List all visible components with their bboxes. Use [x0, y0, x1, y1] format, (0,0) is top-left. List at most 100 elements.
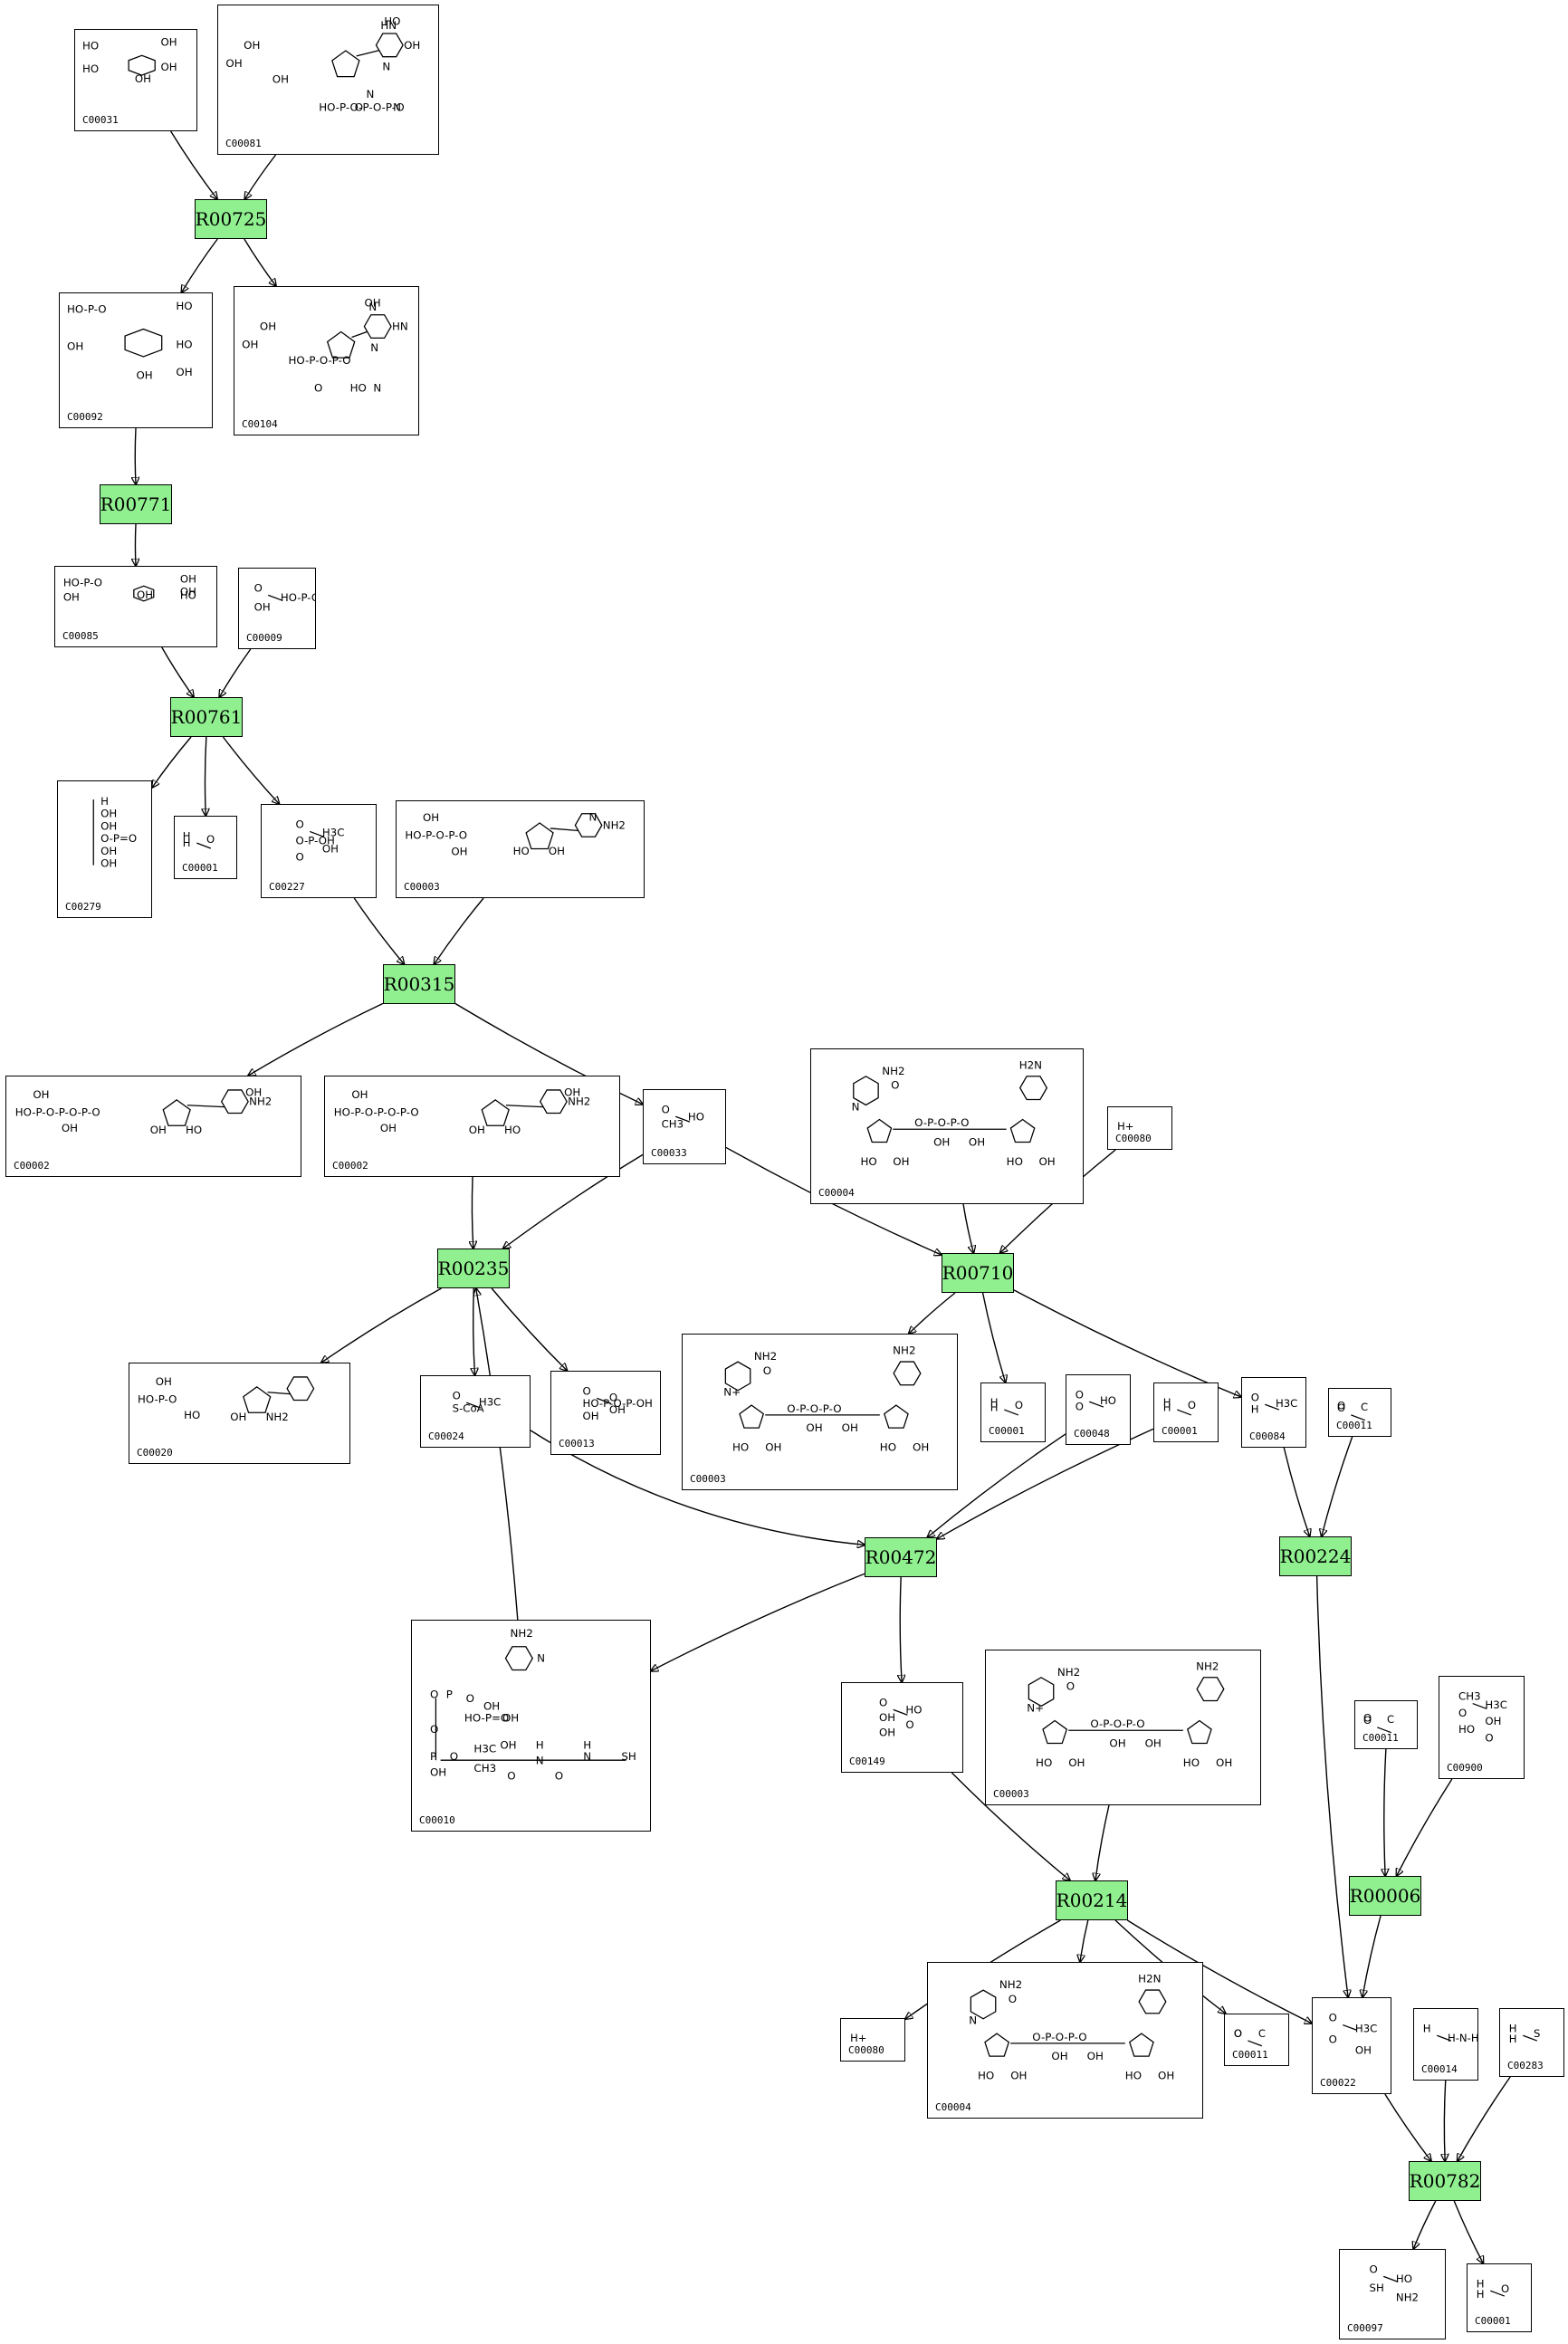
reaction-node-r00771[interactable]: R00771 — [100, 484, 172, 524]
structure-atom-label: O-P-O-P-O — [914, 1116, 969, 1129]
compound-node-c00080[interactable]: H+C00080 — [840, 2018, 905, 2062]
structure-atom-label: O — [1485, 1731, 1493, 1744]
reaction-node-r00725[interactable]: R00725 — [195, 199, 267, 239]
structure-atom-label: O — [1329, 2033, 1337, 2046]
edge-arrow — [1362, 1915, 1382, 1997]
reaction-node-r00006[interactable]: R00006 — [1349, 1876, 1421, 1916]
structure-atom-label: H — [183, 837, 191, 849]
structure-atom-label: OH — [100, 845, 117, 857]
reaction-label: R00771 — [100, 493, 172, 515]
structure-atom-label: O — [507, 1770, 515, 1783]
reaction-node-r00235[interactable]: R00235 — [437, 1249, 510, 1288]
structure-atom-label: O — [450, 1750, 458, 1763]
structure-atom-label: HO — [504, 1124, 521, 1136]
structure-atom-label: HO — [1100, 1394, 1116, 1407]
structure-drawing: HH-N-H — [1423, 2022, 1477, 2044]
compound-id-label: C00279 — [65, 901, 101, 913]
reaction-node-r00472[interactable]: R00472 — [865, 1537, 937, 1577]
edge-arrow — [244, 154, 277, 199]
reaction-node-r00782[interactable]: R00782 — [1409, 2161, 1481, 2201]
reaction-node-r00761[interactable]: R00761 — [170, 697, 243, 737]
edge-arrow — [1095, 1804, 1110, 1880]
structure-atom-label: H+ — [850, 2032, 866, 2044]
compound-node-c00080[interactable]: H+C00080 — [1107, 1106, 1172, 1150]
reaction-node-r00214[interactable]: R00214 — [1056, 1880, 1128, 1920]
structure-atom-label: H — [1423, 2022, 1431, 2034]
structure-atom-label: OH — [500, 1738, 516, 1751]
structure-atom-label: CH3 — [473, 1762, 496, 1775]
structure-atom-label: OH — [180, 585, 196, 598]
edge-arrow — [434, 897, 484, 964]
structure-atom-label: N — [382, 61, 390, 73]
structure-atom-label: N — [373, 382, 381, 395]
compound-id-label: C00283 — [1507, 2060, 1544, 2071]
structure-atom-label: H — [1163, 1401, 1171, 1413]
structure-atom-label: O — [206, 833, 215, 846]
structure-atom-label: H3C — [1485, 1698, 1506, 1711]
structure-atom-label: H — [990, 1401, 999, 1413]
reaction-node-r00224[interactable]: R00224 — [1279, 1536, 1352, 1576]
reaction-label: R00214 — [1056, 1890, 1128, 1911]
structure-atom-label: OH — [136, 369, 152, 382]
edge-arrow — [937, 1428, 1154, 1538]
structure-atom-label: OH — [549, 845, 565, 857]
structure-atom-label: NH2 — [999, 1978, 1022, 1991]
reaction-node-r00710[interactable]: R00710 — [942, 1253, 1014, 1293]
reaction-node-r00315[interactable]: R00315 — [383, 964, 455, 1004]
structure-atom-label: N — [583, 1750, 591, 1763]
structure-atom-label: OH — [1068, 1756, 1085, 1769]
compound-id-label: C00001 — [1162, 1425, 1198, 1437]
structure-atom-label: OH — [583, 1410, 599, 1422]
reaction-label: R00235 — [437, 1258, 510, 1279]
structure-atom-label: SH — [1370, 2282, 1384, 2294]
compound-id-label: C00001 — [182, 862, 218, 874]
edge-arrow — [248, 1002, 384, 1076]
edge-arrow — [1322, 1436, 1353, 1536]
structure-atom-label: HO — [1458, 1723, 1475, 1736]
compound-node-c00009[interactable]: OHO-P-OHOHC00009 — [238, 568, 316, 649]
structure-atom-label: O — [466, 1692, 474, 1705]
compound-id-label: C00080 — [1115, 1133, 1152, 1144]
structure-atom-label: HO — [732, 1441, 749, 1454]
